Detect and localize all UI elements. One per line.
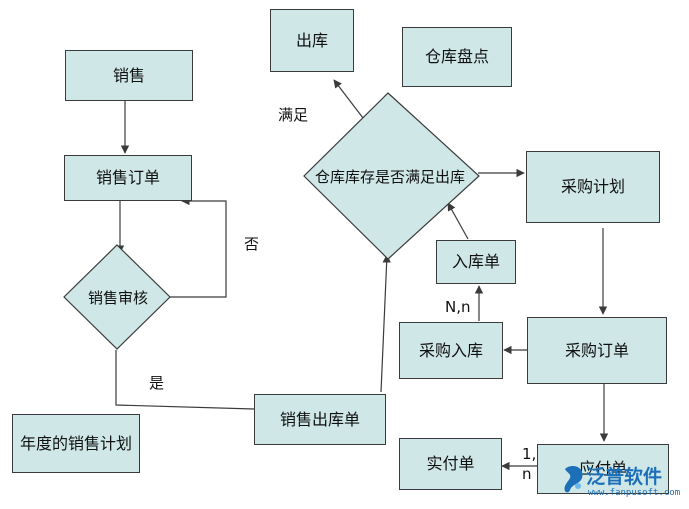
edge-review-reject-loop bbox=[168, 196, 227, 298]
node-sales-order-label: 销售订单 bbox=[95, 168, 160, 188]
node-sales-review: 销售审核 bbox=[87, 289, 148, 307]
edge-label-satisfied: 满足 bbox=[278, 106, 309, 124]
node-stock-check: 仓库库存是否满足出库 bbox=[314, 168, 465, 186]
node-inventory-count: 仓库盘点 bbox=[402, 27, 512, 87]
edge-receipt-to-check bbox=[447, 202, 469, 240]
node-outbound: 出库 bbox=[270, 9, 354, 72]
edge-label-yes: 是 bbox=[149, 374, 165, 392]
edge-label-one: 1, bbox=[522, 445, 537, 463]
node-actual-pay: 实付单 bbox=[399, 438, 502, 490]
node-purchase-plan-label: 采购计划 bbox=[560, 177, 625, 197]
node-purchase-plan: 采购计划 bbox=[526, 151, 660, 223]
node-sales-order: 销售订单 bbox=[64, 155, 192, 201]
watermark-logo-icon bbox=[564, 466, 583, 493]
edge-check-to-outbound bbox=[333, 79, 364, 119]
node-sales-outbound: 销售出库单 bbox=[254, 394, 386, 445]
edge-label-nn: N,n bbox=[445, 298, 471, 316]
node-receipt-label: 入库单 bbox=[451, 252, 500, 272]
edge-outbound-to-check bbox=[380, 254, 391, 393]
node-purchase-order: 采购订单 bbox=[527, 317, 667, 384]
node-outbound-label: 出库 bbox=[295, 30, 328, 50]
node-inventory-count-label: 仓库盘点 bbox=[424, 47, 489, 67]
node-payable-label: 应付单 bbox=[578, 459, 627, 479]
node-sales-outbound-label: 销售出库单 bbox=[279, 409, 360, 429]
watermark-url: www.fanpusoft.com bbox=[588, 488, 681, 498]
watermark: 泛普软件 www.fanpusoft.com bbox=[560, 462, 684, 504]
node-sales: 销售 bbox=[65, 50, 193, 101]
node-sales-review-shape bbox=[63, 244, 171, 350]
node-purchase-inbound-label: 采购入库 bbox=[418, 340, 483, 360]
node-actual-pay-label: 实付单 bbox=[426, 454, 475, 474]
node-purchase-order-label: 采购订单 bbox=[564, 340, 629, 360]
watermark-name: 泛普软件 bbox=[586, 466, 663, 488]
node-annual-plan-label: 年度的销售计划 bbox=[19, 433, 132, 453]
node-payable: 应付单 bbox=[537, 444, 669, 494]
node-receipt: 入库单 bbox=[436, 240, 516, 284]
node-purchase-inbound: 采购入库 bbox=[399, 322, 503, 379]
edge-label-no: 否 bbox=[244, 235, 260, 253]
edge-label-n: n bbox=[522, 465, 532, 483]
node-stock-check-shape bbox=[303, 92, 480, 260]
node-annual-plan: 年度的销售计划 bbox=[12, 414, 140, 473]
node-sales-label: 销售 bbox=[112, 65, 145, 85]
edge-review-approve bbox=[115, 350, 255, 410]
